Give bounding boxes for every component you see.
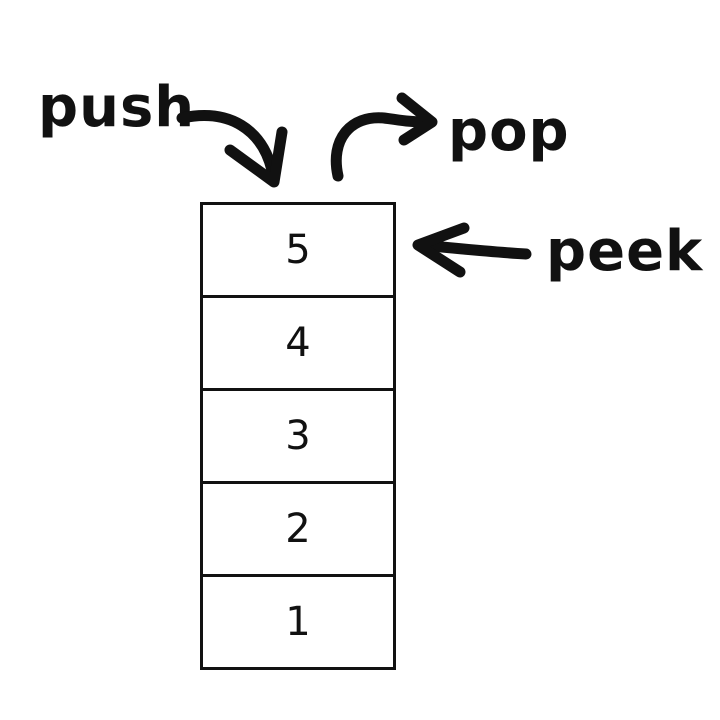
stack-item-value: 5	[285, 227, 311, 273]
stack-item: 3	[203, 388, 393, 481]
stack-item: 2	[203, 481, 393, 574]
stack-item: 1	[203, 574, 393, 667]
push-arrow-icon	[176, 110, 288, 188]
stack-item-value: 1	[285, 599, 311, 645]
push-label: push	[38, 75, 196, 140]
stack: 5 4 3 2 1	[200, 202, 396, 670]
pop-label: pop	[448, 99, 570, 164]
stack-item: 4	[203, 295, 393, 388]
stack-item: 5	[203, 205, 393, 295]
stack-item-value: 3	[285, 413, 311, 459]
stack-item-value: 2	[285, 506, 311, 552]
pop-arrow-icon	[330, 92, 438, 182]
peek-arrow-icon	[412, 222, 532, 278]
peek-label: peek	[546, 219, 704, 284]
stack-item-value: 4	[285, 320, 311, 366]
